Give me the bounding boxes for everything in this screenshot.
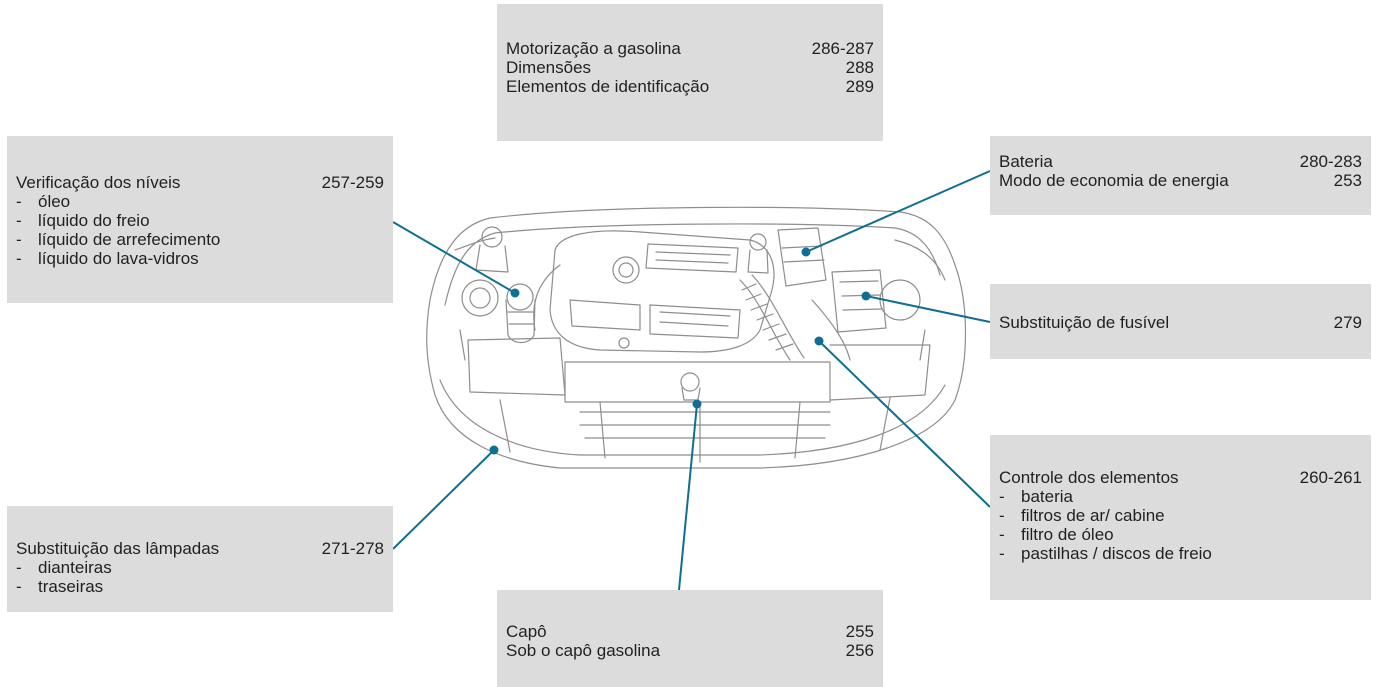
list-item: -filtro de óleo (999, 525, 1114, 544)
spec-label: Motorização a gasolina (506, 39, 681, 58)
hood-pages: 255 (845, 622, 874, 641)
callout-fuse: Substituição de fusível 279 (990, 284, 1371, 359)
leader-line-control (818, 340, 991, 508)
battery-pages: 280-283 (1299, 152, 1362, 171)
spec-pages: 288 (845, 58, 874, 77)
callout-title: Substituição das lâmpadas (16, 539, 220, 558)
spec-label: Elementos de identificação (506, 77, 710, 96)
battery-label: Bateria (999, 152, 1053, 171)
callout-dot-fuse (861, 291, 871, 301)
spec-pages: 286-287 (811, 39, 874, 58)
list-item: -líquido do lava-vidros (16, 249, 199, 268)
under-hood-label: Sob o capô gasolina (506, 641, 661, 660)
engine-compartment-illustration (426, 206, 967, 469)
leader-line-levels (392, 221, 516, 294)
callout-elements-control: Controle dos elementos 260-261 -bateria … (990, 435, 1371, 600)
callout-dot-control (814, 336, 824, 346)
callout-engine-specs: Motorização a gasolina 286-287 Dimensões… (497, 4, 883, 141)
spec-label: Dimensões (506, 58, 592, 77)
battery-row: Modo de economia de energia 253 (999, 171, 1362, 190)
callout-heading: Verificação dos níveis 257-259 (16, 173, 384, 192)
leader-line-lamps (392, 449, 495, 550)
callout-battery: Bateria 280-283 Modo de economia de ener… (990, 136, 1371, 215)
list-item: -filtros de ar/ cabine (999, 506, 1165, 525)
callout-dot-lamps (489, 445, 499, 455)
leader-line-hood (678, 403, 698, 591)
callout-heading: Substituição das lâmpadas 271-278 (16, 539, 384, 558)
fuse-row: Substituição de fusível 279 (999, 313, 1362, 332)
energy-pages: 253 (1333, 171, 1362, 190)
hood-row: Sob o capô gasolina 256 (506, 641, 874, 660)
list-item: -dianteiras (16, 558, 112, 577)
list-item: -traseiras (16, 577, 104, 596)
battery-row: Bateria 280-283 (999, 152, 1362, 171)
callout-hood: Capô 255 Sob o capô gasolina 256 (497, 590, 883, 687)
list-item: -óleo (16, 192, 71, 211)
list-item: -bateria (999, 487, 1073, 506)
callout-dot-hood (692, 399, 702, 409)
callout-pages: 257-259 (321, 173, 384, 192)
list-item: -líquido do freio (16, 211, 150, 230)
callout-pages: 271-278 (321, 539, 384, 558)
callout-title: Verificação dos níveis (16, 173, 181, 192)
spec-row: Motorização a gasolina 286-287 (506, 39, 874, 58)
leader-line-fuse (865, 295, 991, 323)
spec-pages: 289 (845, 77, 874, 96)
hood-row: Capô 255 (506, 622, 874, 641)
callout-dots (489, 247, 871, 455)
spec-row: Elementos de identificação 289 (506, 77, 874, 96)
callout-pages: 260-261 (1299, 468, 1362, 487)
callout-lamps: Substituição das lâmpadas 271-278 -diant… (7, 506, 393, 612)
callout-dot-battery (801, 247, 811, 257)
energy-label: Modo de economia de energia (999, 171, 1229, 190)
fuse-pages: 279 (1333, 313, 1362, 332)
under-hood-pages: 256 (845, 641, 874, 660)
callout-title: Controle dos elementos (999, 468, 1179, 487)
list-item: -pastilhas / discos de freio (999, 544, 1212, 563)
list-item: -líquido de arrefecimento (16, 230, 221, 249)
callout-heading: Controle dos elementos 260-261 (999, 468, 1362, 487)
spec-row: Dimensões 288 (506, 58, 874, 77)
hood-label: Capô (506, 622, 547, 641)
leader-lines (392, 170, 991, 591)
callout-dot-levels (510, 288, 520, 298)
callout-levels-check: Verificação dos níveis 257-259 -óleo -lí… (7, 136, 393, 303)
fuse-label: Substituição de fusível (999, 313, 1170, 332)
leader-line-battery (805, 170, 991, 253)
